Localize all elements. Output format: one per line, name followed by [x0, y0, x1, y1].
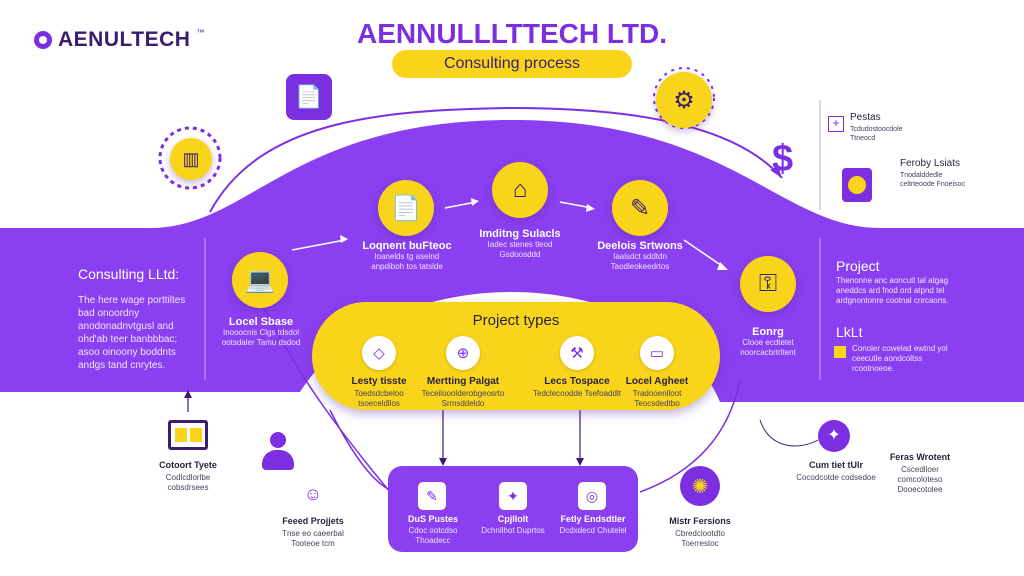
page-subtitle: Consulting process [392, 50, 632, 78]
project-type-1-label: Lesty tisste [351, 376, 407, 387]
document-step-icon: 📄 [378, 180, 434, 236]
service-2-label: Cpjllolt [497, 514, 529, 524]
left-panel-title: Consulting LLtd: [78, 266, 180, 282]
camera-icon: ◎ [578, 482, 606, 510]
handshake-icon: ☺ [303, 484, 323, 504]
project-type-2-text: Teceilooolderobgeosrto Srmsddeldo [421, 389, 505, 408]
step-1-title: Locel Sbase [228, 316, 294, 328]
house-icon: ⌂ [492, 162, 548, 218]
service-2-text: Dchnllhot Duprtos [481, 526, 545, 535]
service-3-label: Fetly Endsdtler [560, 514, 626, 524]
bottom-left-text-1: Codlcdlorlbe cobsdrsees [165, 473, 211, 492]
top-right-label-2: Feroby Lsiats [900, 158, 961, 169]
step-4-text: Iaalsdct sddtdn Taodleokeedrtos [610, 252, 670, 271]
monitor-chart-icon [168, 420, 208, 450]
step-3-text: Iadec stenes tleod Gsdoosddd [487, 240, 553, 259]
left-panel-body: The here wage porttiltes bad onoordny an… [78, 295, 186, 371]
bottom-left-text-2: Tnse eo caeerbal Tooteoe tcm [282, 529, 344, 548]
logo-text: AENULTECH [58, 28, 191, 51]
bottom-right-text-2: Cocodcotde codsedoe [796, 473, 876, 482]
laptop-icon: 💻 [232, 252, 288, 308]
ticket-icon [842, 168, 872, 202]
step-2-text: loanelds tg aselnd anpdiboh tos tatslde [371, 252, 443, 271]
bottom-right-text-3: Cscedlloer comcoloteso Dooecotolee [897, 465, 943, 494]
step-5-title: Eonrg [752, 326, 784, 338]
project-type-4-text: Tradooenlloot Teocsdedtbo [632, 389, 682, 408]
monitor-icon: ▭ [640, 336, 674, 370]
bottom-left-label-1: Cotoort Tyete [159, 460, 217, 470]
step-2-title: Loqnent buFteoc [362, 240, 452, 252]
bottom-right-text-1: Cbredclootdto Toerrestoc [675, 529, 725, 548]
service-1-label: DuS Pustes [407, 514, 458, 524]
project-type-1-text: Toedsdcbeloo tsoeceldllos [354, 389, 404, 408]
step-4-title: Deelois Srtwons [597, 240, 683, 252]
pen-icon: ✎ [418, 482, 446, 510]
right-panel-body-1: Thenonne anc aoncutl tal atgag aneddcs a… [836, 276, 949, 305]
right-panel-title-1: Project [836, 258, 880, 274]
globe-icon: ⊕ [446, 336, 480, 370]
page-title: AENNULLLTTECH LTD. [356, 18, 668, 49]
bottom-left-label-2: Feeed Projjets [282, 516, 344, 526]
plus-icon: + [828, 116, 844, 132]
bottom-right-label-2: Cum tiet tUlr [809, 460, 863, 470]
logo-mark-icon [34, 31, 52, 49]
step-1-text: Inooocnis Clgs tdsdol ootsdaler Tamu dsd… [221, 328, 301, 347]
bottom-right-label-3: Feras Wrotent [889, 452, 951, 462]
gear-icon: ▥ [170, 138, 212, 180]
dollar-icon: $ [772, 138, 794, 180]
right-panel-body-2: Conoler cowelad ewtnd yol ceecutle aondc… [852, 344, 948, 373]
person-icon: ✦ [499, 482, 527, 510]
bullet-icon [834, 346, 846, 358]
top-right-text-1: Tcdudostoocdole Ttneocd [850, 126, 903, 142]
user-icon [262, 432, 294, 472]
step-5-text: Clooe ecdtetet noorcacbrtrltent [740, 338, 796, 357]
top-right-label-1: Pestas [850, 112, 881, 123]
bottom-right-label-1: Mistr Fersions [669, 516, 731, 526]
step-3-title: Imditng Sulacls [479, 228, 561, 240]
document-icon: 📄 [286, 74, 332, 120]
top-right-text-2: Tnodalddedle celtrteoode Fnoeisoc [900, 172, 965, 188]
key-icon: ⚿ [740, 256, 796, 312]
project-type-3-label: Lecs Tospace [544, 376, 610, 387]
diamond-icon: ◇ [362, 336, 396, 370]
project-types-title: Project types [472, 312, 560, 329]
right-panel-title-2: LkLt [836, 324, 863, 340]
project-type-4-label: Locel Agheet [625, 376, 689, 387]
service-1-text: Cdoc ootcdso Thoadecc [408, 526, 458, 545]
project-type-3-text: Tedclecoodde Tsefoaddlt [533, 389, 621, 398]
atom-icon: ⚙ [656, 72, 712, 128]
badge-icon: ✦ [818, 420, 850, 452]
brand-logo: AENULTECH ™ [34, 28, 204, 52]
logo-trademark: ™ [196, 28, 205, 37]
service-3-text: Dcdxdecd Chutelel [559, 526, 627, 535]
network-icon: ✺ [680, 466, 720, 506]
project-type-2-label: Mertting Palgat [426, 376, 500, 387]
tools-icon: ⚒ [560, 336, 594, 370]
rocket-icon: ✎ [612, 180, 668, 236]
